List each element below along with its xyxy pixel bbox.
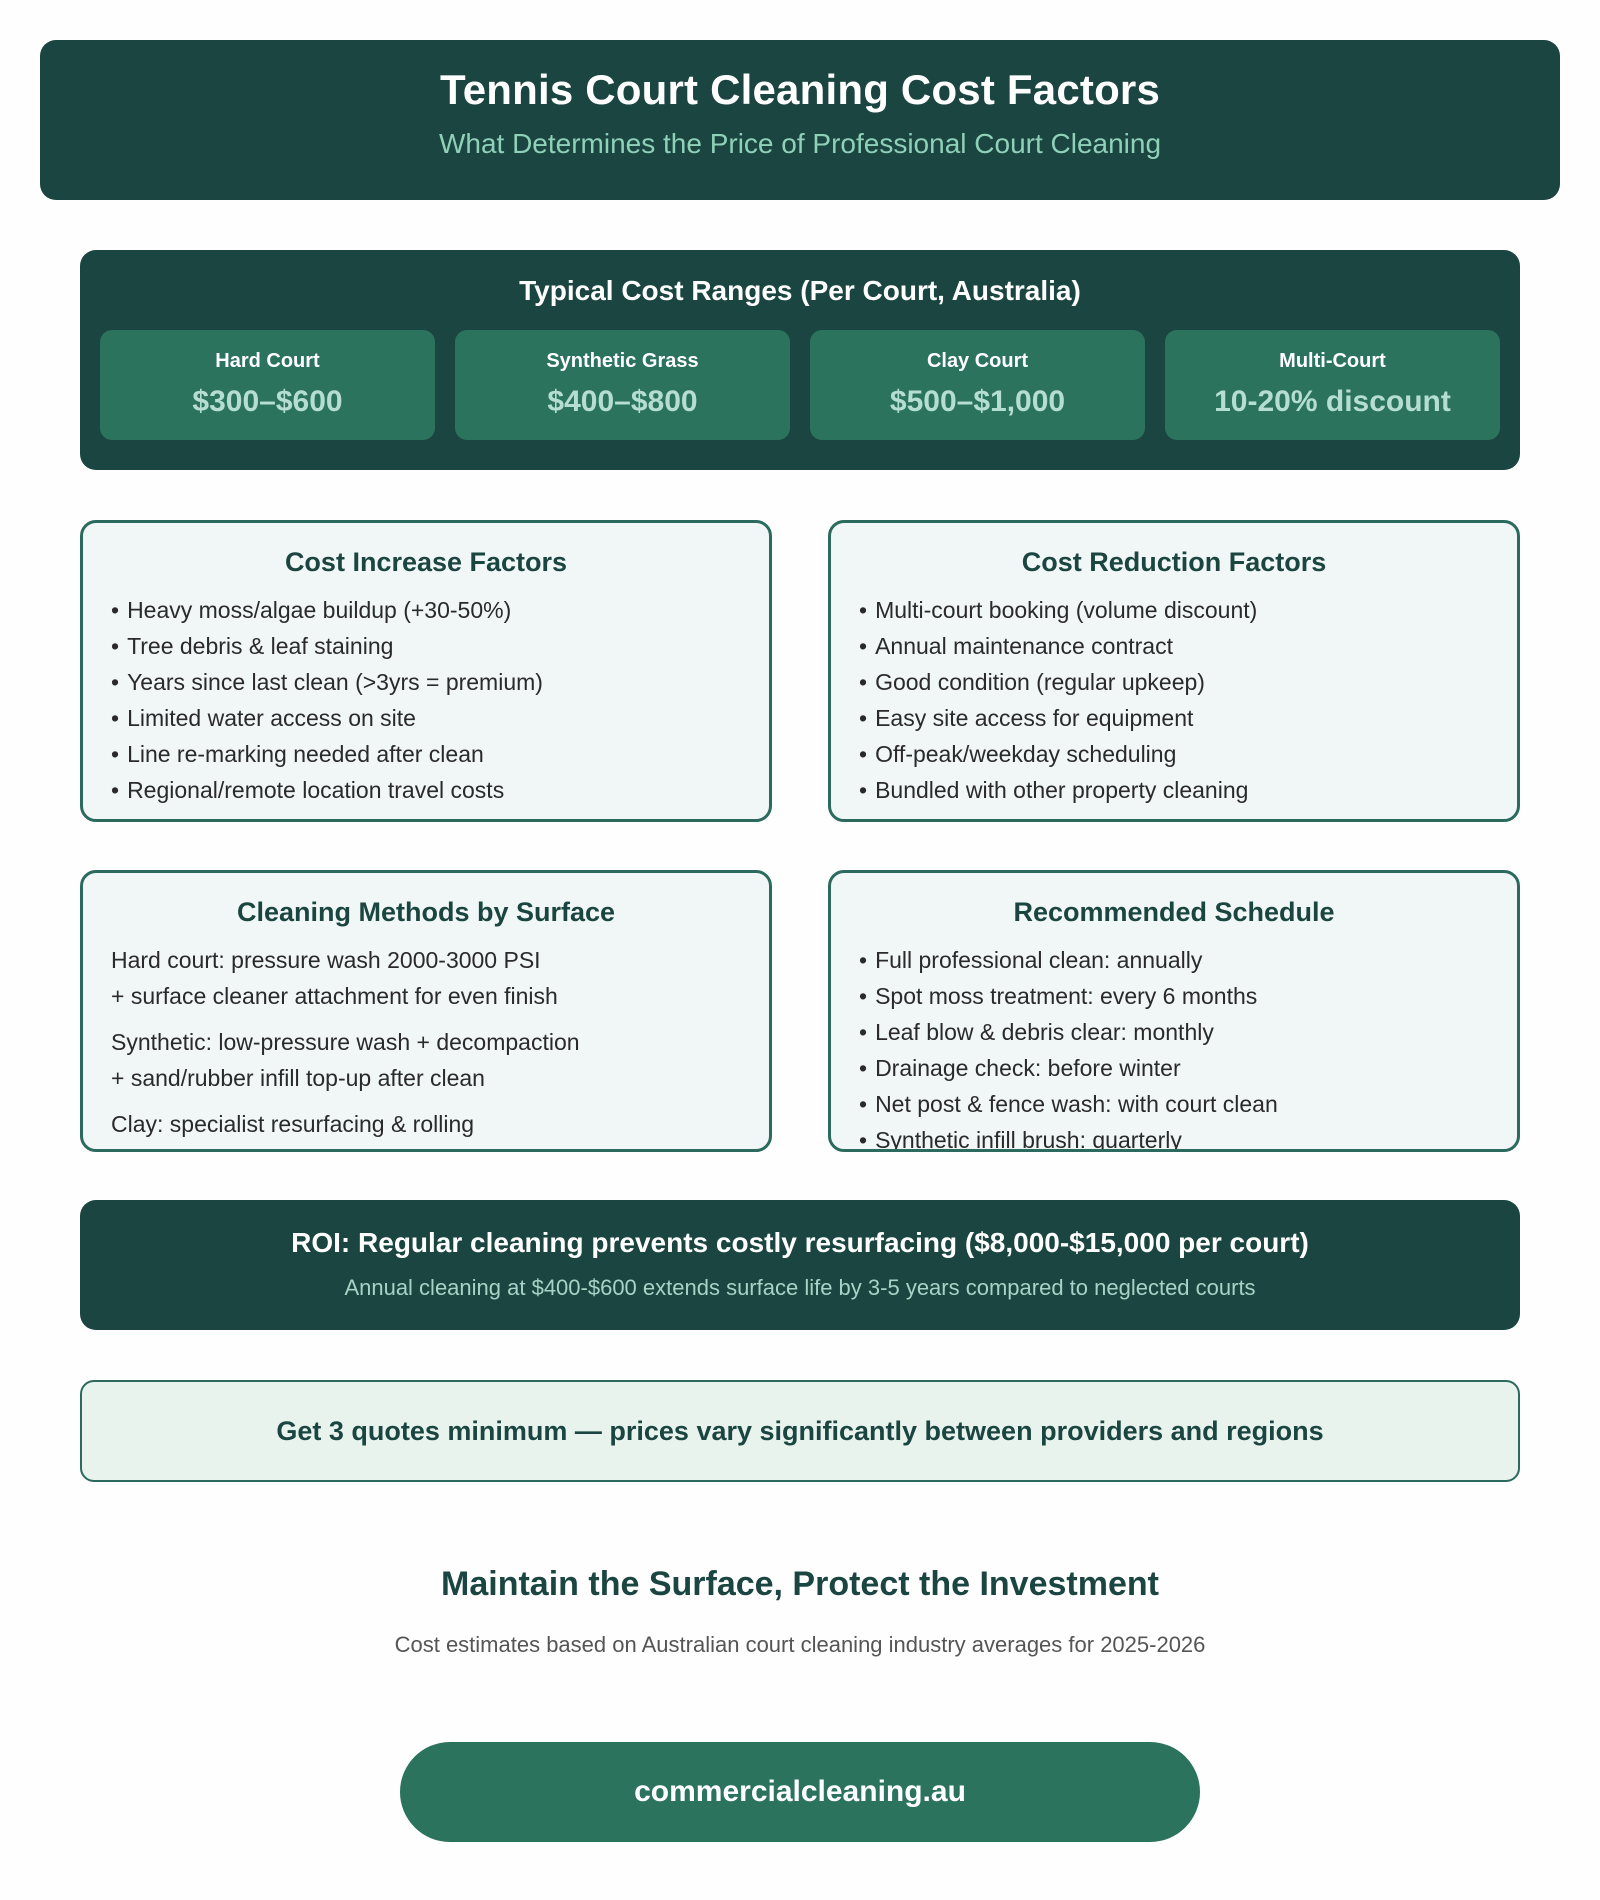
recommended-schedule-box: Recommended Schedule Full professional c… xyxy=(828,870,1520,1152)
range-card-synthetic-grass: Synthetic Grass $400–$800 xyxy=(455,330,790,440)
website-link-button[interactable]: commercialcleaning.au xyxy=(400,1742,1200,1842)
roi-title: ROI: Regular cleaning prevents costly re… xyxy=(291,1227,1309,1258)
cost-reduction-title: Cost Reduction Factors xyxy=(1021,547,1327,577)
list-item: Good condition (regular upkeep) xyxy=(859,664,1517,700)
range-card-label: Clay Court xyxy=(926,350,1029,372)
method-line: + sand/rubber infill top-up after clean xyxy=(111,1065,485,1091)
list-item: Limited water access on site xyxy=(111,700,769,736)
list-item: Spot moss treatment: every 6 months xyxy=(859,978,1517,1014)
quotes-text: Get 3 quotes minimum — prices vary signi… xyxy=(276,1416,1324,1446)
method-line: Hard court: pressure wash 2000-3000 PSI xyxy=(111,947,541,973)
list-item: Multi-court booking (volume discount) xyxy=(859,592,1517,628)
range-card-value: $300–$600 xyxy=(192,385,343,418)
cost-increase-title: Cost Increase Factors xyxy=(284,547,568,577)
list-item: Line re-marking needed after clean xyxy=(111,736,769,772)
recommended-schedule-list: Full professional clean: annually Spot m… xyxy=(831,942,1517,1149)
range-card-hard-court: Hard Court $300–$600 xyxy=(100,330,435,440)
range-card-label: Synthetic Grass xyxy=(546,350,699,372)
range-card-value: $500–$1,000 xyxy=(889,385,1066,418)
cleaning-methods-title: Cleaning Methods by Surface xyxy=(236,897,616,927)
footer-note: Cost estimates based on Australian court… xyxy=(394,1632,1206,1657)
footer-title: Maintain the Surface, Protect the Invest… xyxy=(441,1565,1159,1603)
page-subtitle: What Determines the Price of Professiona… xyxy=(438,128,1162,159)
list-item: Easy site access for equipment xyxy=(859,700,1517,736)
cost-ranges-row: Hard Court $300–$600 Synthetic Grass $40… xyxy=(100,330,1500,440)
list-item: Leaf blow & debris clear: monthly xyxy=(859,1014,1517,1050)
list-item: Regional/remote location travel costs xyxy=(111,772,769,808)
page-header: Tennis Court Cleaning Cost Factors What … xyxy=(40,40,1560,200)
method-synthetic: Synthetic: low-pressure wash + decompact… xyxy=(83,1024,769,1096)
method-hard-court: Hard court: pressure wash 2000-3000 PSI … xyxy=(83,942,769,1014)
range-card-clay-court: Clay Court $500–$1,000 xyxy=(810,330,1145,440)
method-line: Synthetic: low-pressure wash + decompact… xyxy=(111,1029,580,1055)
cleaning-methods-box: Cleaning Methods by Surface Hard court: … xyxy=(80,870,772,1152)
range-card-value: $400–$800 xyxy=(547,385,698,418)
list-item: Full professional clean: annually xyxy=(859,942,1517,978)
page-title: Tennis Court Cleaning Cost Factors xyxy=(439,66,1161,113)
cost-reduction-box: Cost Reduction Factors Multi-court booki… xyxy=(828,520,1520,822)
method-clay: Clay: specialist resurfacing & rolling xyxy=(83,1106,769,1142)
roi-subtitle: Annual cleaning at $400-$600 extends sur… xyxy=(344,1275,1256,1300)
recommended-schedule-title: Recommended Schedule xyxy=(1013,897,1335,927)
list-item: Bundled with other property cleaning xyxy=(859,772,1517,808)
list-item: Net post & fence wash: with court clean xyxy=(859,1086,1517,1122)
method-line: + surface cleaner attachment for even fi… xyxy=(111,983,558,1009)
cost-ranges-panel: Typical Cost Ranges (Per Court, Australi… xyxy=(80,250,1520,470)
range-card-value: 10-20% discount xyxy=(1214,385,1451,418)
range-card-label: Multi-Court xyxy=(1279,350,1386,372)
range-card-label: Hard Court xyxy=(215,350,320,372)
method-line: Clay: specialist resurfacing & rolling xyxy=(111,1111,475,1137)
list-item: Annual maintenance contract xyxy=(859,628,1517,664)
cost-increase-list: Heavy moss/algae buildup (+30-50%) Tree … xyxy=(83,592,769,808)
list-item: Heavy moss/algae buildup (+30-50%) xyxy=(111,592,769,628)
cost-increase-box: Cost Increase Factors Heavy moss/algae b… xyxy=(80,520,772,822)
quotes-callout: Get 3 quotes minimum — prices vary signi… xyxy=(80,1380,1520,1482)
list-item: Years since last clean (>3yrs = premium) xyxy=(111,664,769,700)
cost-ranges-title: Typical Cost Ranges (Per Court, Australi… xyxy=(519,275,1081,306)
list-item: Off-peak/weekday scheduling xyxy=(859,736,1517,772)
list-item: Synthetic infill brush: quarterly xyxy=(859,1122,1517,1149)
list-item: Drainage check: before winter xyxy=(859,1050,1517,1086)
list-item: Tree debris & leaf staining xyxy=(111,628,769,664)
range-card-multi-court: Multi-Court 10-20% discount xyxy=(1165,330,1500,440)
cost-reduction-list: Multi-court booking (volume discount) An… xyxy=(831,592,1517,808)
roi-banner: ROI: Regular cleaning prevents costly re… xyxy=(80,1200,1520,1330)
